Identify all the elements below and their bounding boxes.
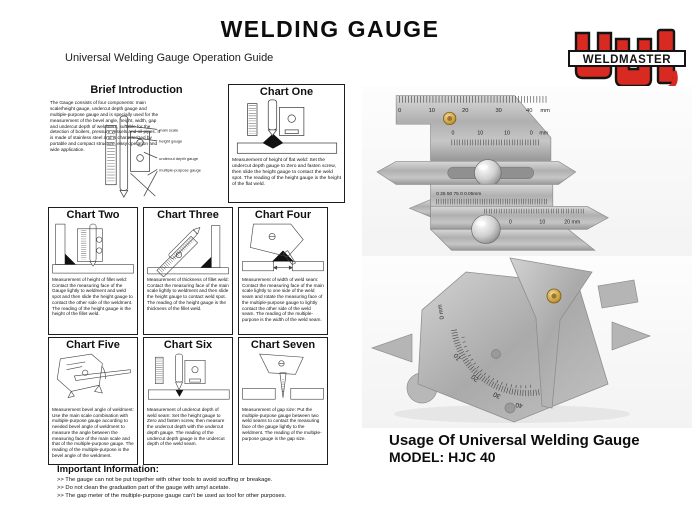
arc-label-30: 30 bbox=[492, 390, 502, 400]
chart-one-caption: Measurement of height of flat weld: Set … bbox=[232, 158, 341, 187]
important-item: >> The gauge can not be put together wit… bbox=[57, 477, 273, 483]
chart-five-title: Chart Five bbox=[66, 339, 120, 351]
chart-one-panel: Chart One Measurement of height of flat … bbox=[228, 84, 345, 203]
front-slide-scale-mm: mm bbox=[539, 131, 548, 137]
important-information-title: Important Information: bbox=[57, 464, 159, 475]
chart-two-panel: Chart Two Measurement of height of fille… bbox=[48, 207, 138, 335]
important-item: >> Do not clean the graduation part of t… bbox=[57, 484, 231, 491]
chart-four-title: Chart Four bbox=[254, 209, 312, 221]
arc-label-0mm: 0 mm bbox=[437, 304, 446, 320]
chart-four-panel: Chart Four Measurement of width of weld … bbox=[238, 207, 328, 335]
front-lower-scale-20mm: 20 mm bbox=[564, 220, 581, 226]
chart-seven-diagram bbox=[242, 353, 324, 400]
chart-two-caption: Measurement of height of fillet weld: Co… bbox=[52, 277, 133, 317]
chart-seven-caption: Measurement of gap size: Put the multipl… bbox=[242, 407, 322, 441]
chart-two-title: Chart Two bbox=[66, 209, 120, 221]
brief-introduction-panel: Brief Introduction The Gauge consists of… bbox=[48, 84, 225, 203]
chart-four-diagram bbox=[242, 223, 324, 272]
label-main-scale: main scale bbox=[159, 127, 179, 132]
front-top-scale-0: 0 bbox=[398, 108, 401, 114]
arc-label-20: 20 bbox=[470, 373, 480, 383]
front-slide-scale-10a: 10 bbox=[477, 131, 483, 137]
usage-caption: Usage Of Universal Welding Gauge MODEL: … bbox=[389, 432, 689, 465]
brief-introduction-body: The Gauge consists of four components: m… bbox=[50, 100, 160, 152]
page-subtitle: Universal Welding Gauge Operation Guide bbox=[65, 52, 274, 64]
important-information-section: Important Information: >> The gauge can … bbox=[57, 464, 357, 500]
product-photo-angle: 0 mm 10 20 30 40 bbox=[362, 256, 692, 428]
front-top-scale-30: 30 bbox=[495, 108, 501, 114]
front-top-scale-10: 10 bbox=[429, 108, 435, 114]
front-lower-scale-10: 10 bbox=[539, 220, 545, 226]
usage-title: Usage Of Universal Welding Gauge bbox=[389, 432, 640, 449]
brief-introduction-title: Brief Introduction bbox=[90, 84, 183, 96]
front-top-scale-40: 40 bbox=[526, 108, 532, 114]
important-item: >> The gap meter of the multiple-purpose… bbox=[57, 492, 287, 499]
chart-seven-panel: Chart Seven Measurement of gap size: Put… bbox=[238, 337, 328, 465]
label-undercut-depth-gauge: undercut depth gauge bbox=[159, 156, 199, 161]
chart-three-caption: Measurement of thickness of fillet weld:… bbox=[147, 277, 229, 311]
usage-model: MODEL: HJC 40 bbox=[389, 449, 496, 465]
chart-one-diagram bbox=[236, 99, 337, 154]
chart-six-title: Chart Six bbox=[163, 339, 213, 351]
front-top-scale-mm: mm bbox=[540, 108, 550, 114]
chart-six-panel: Chart Six Measurement of undercut depth … bbox=[143, 337, 233, 465]
chart-four-caption: Measurement of width of weld seam: Conta… bbox=[242, 277, 324, 323]
chart-three-diagram bbox=[147, 225, 229, 277]
front-slide-scale-10b: 10 bbox=[504, 131, 510, 137]
chart-five-caption: Measurement bevel angle of weldment: Use… bbox=[52, 407, 134, 458]
chart-one-title: Chart One bbox=[259, 86, 314, 98]
chart-seven-title: Chart Seven bbox=[250, 339, 316, 351]
weldmaster-logo: WELDMASTER bbox=[568, 28, 686, 94]
front-slide-scale-0a: 0 bbox=[452, 131, 455, 137]
arc-label-40: 40 bbox=[515, 401, 524, 409]
gauge-components-diagram: main scale height gauge undercut depth g… bbox=[105, 115, 202, 198]
page-title: WELDING GAUGE bbox=[220, 16, 440, 42]
chart-two-diagram bbox=[52, 223, 134, 274]
welding-gauge-angle-view: 0 mm 10 20 30 40 bbox=[370, 257, 652, 423]
chart-six-diagram bbox=[148, 353, 230, 400]
front-vernier-scale: 0 25 50 75 0 0.05mm bbox=[436, 191, 481, 197]
weldmaster-brand-text: WELDMASTER bbox=[583, 54, 672, 66]
welding-gauge-front-view: 0 10 20 30 40 mm 0 10 10 0 mm 0 25 50 75… bbox=[376, 95, 609, 251]
chart-three-panel: Chart Three Measurement of thickness of … bbox=[143, 207, 233, 335]
front-lower-scale-0: 0 bbox=[509, 220, 512, 226]
chart-five-panel: Chart Five Measurement bevel angle of we… bbox=[48, 337, 138, 465]
label-multiple-purpose-gauge: multiple-purpose gauge bbox=[159, 167, 202, 172]
chart-six-caption: Measurement of undercut depth of weld se… bbox=[147, 407, 225, 447]
chart-five-diagram bbox=[56, 353, 131, 399]
front-slide-scale-0b: 0 bbox=[530, 131, 533, 137]
chart-three-title: Chart Three bbox=[157, 209, 219, 221]
product-photo-front: 0 10 20 30 40 mm 0 10 10 0 mm 0 25 50 75… bbox=[362, 86, 692, 256]
arc-label-10: 10 bbox=[453, 352, 463, 362]
front-top-scale-20: 20 bbox=[462, 108, 468, 114]
label-height-gauge: height gauge bbox=[159, 139, 183, 144]
